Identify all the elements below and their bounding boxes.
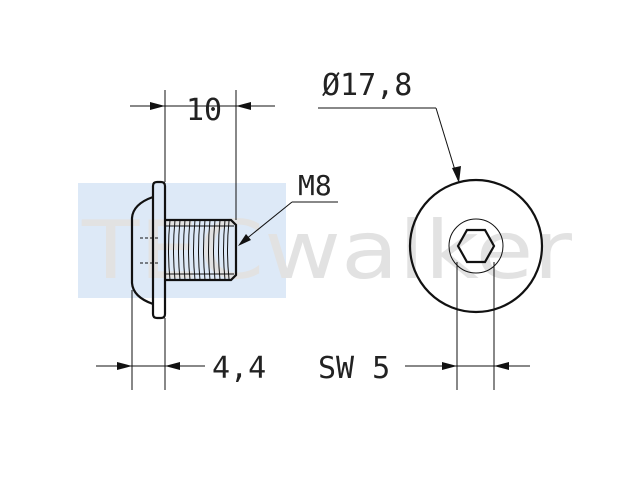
screw-head-flange	[151, 180, 167, 320]
socket-circle	[448, 218, 504, 274]
head-outer-circle	[408, 178, 544, 314]
thread-crests	[168, 219, 230, 281]
dimension-thread: M8	[238, 169, 338, 246]
dimension-socket: SW 5	[318, 262, 530, 390]
diameter-label: Ø17,8	[322, 68, 412, 103]
dimension-diameter: Ø17,8	[318, 68, 461, 183]
screw-front-view	[408, 178, 544, 314]
thread-label: M8	[298, 169, 332, 202]
dimension-head-height: 4,4	[96, 290, 266, 390]
hex-socket	[456, 228, 496, 264]
watermark-block	[78, 183, 286, 298]
screw-side-view	[130, 180, 238, 320]
screw-head-dome	[130, 195, 154, 306]
watermark-text: TECwalker	[81, 204, 572, 297]
length-label: 10	[186, 93, 222, 128]
socket-label: SW 5	[318, 351, 390, 386]
dimension-length: 10	[130, 90, 275, 220]
head-height-label: 4,4	[212, 351, 266, 386]
